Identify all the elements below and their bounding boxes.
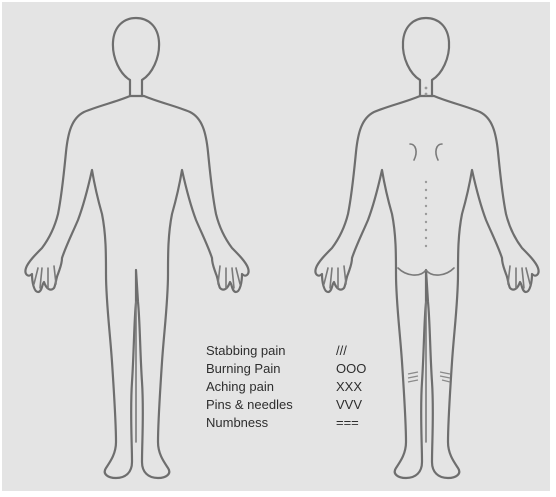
legend-symbol: OOO <box>336 360 366 378</box>
legend-symbol: /// <box>336 342 347 360</box>
legend-label: Numbness <box>206 414 268 432</box>
legend-item-stabbing: Stabbing pain /// <box>206 342 386 360</box>
legend-item-numbness: Numbness === <box>206 414 386 432</box>
legend-label: Aching pain <box>206 378 274 396</box>
back-knee-marks <box>408 372 450 382</box>
legend-symbol: VVV <box>336 396 362 414</box>
back-right-scapula <box>436 144 442 160</box>
back-head <box>403 18 449 96</box>
pain-legend: Stabbing pain /// Burning Pain OOO Achin… <box>206 342 386 432</box>
legend-item-aching: Aching pain XXX <box>206 378 386 396</box>
legend-item-burning: Burning Pain OOO <box>206 360 386 378</box>
legend-symbol: XXX <box>336 378 362 396</box>
legend-symbol: === <box>336 414 359 432</box>
legend-label: Burning Pain <box>206 360 280 378</box>
legend-item-pins-needles: Pins & needles VVV <box>206 396 386 414</box>
back-left-scapula <box>410 144 416 160</box>
back-spine-dots <box>425 87 428 248</box>
legend-label: Stabbing pain <box>206 342 286 360</box>
legend-label: Pins & needles <box>206 396 293 414</box>
